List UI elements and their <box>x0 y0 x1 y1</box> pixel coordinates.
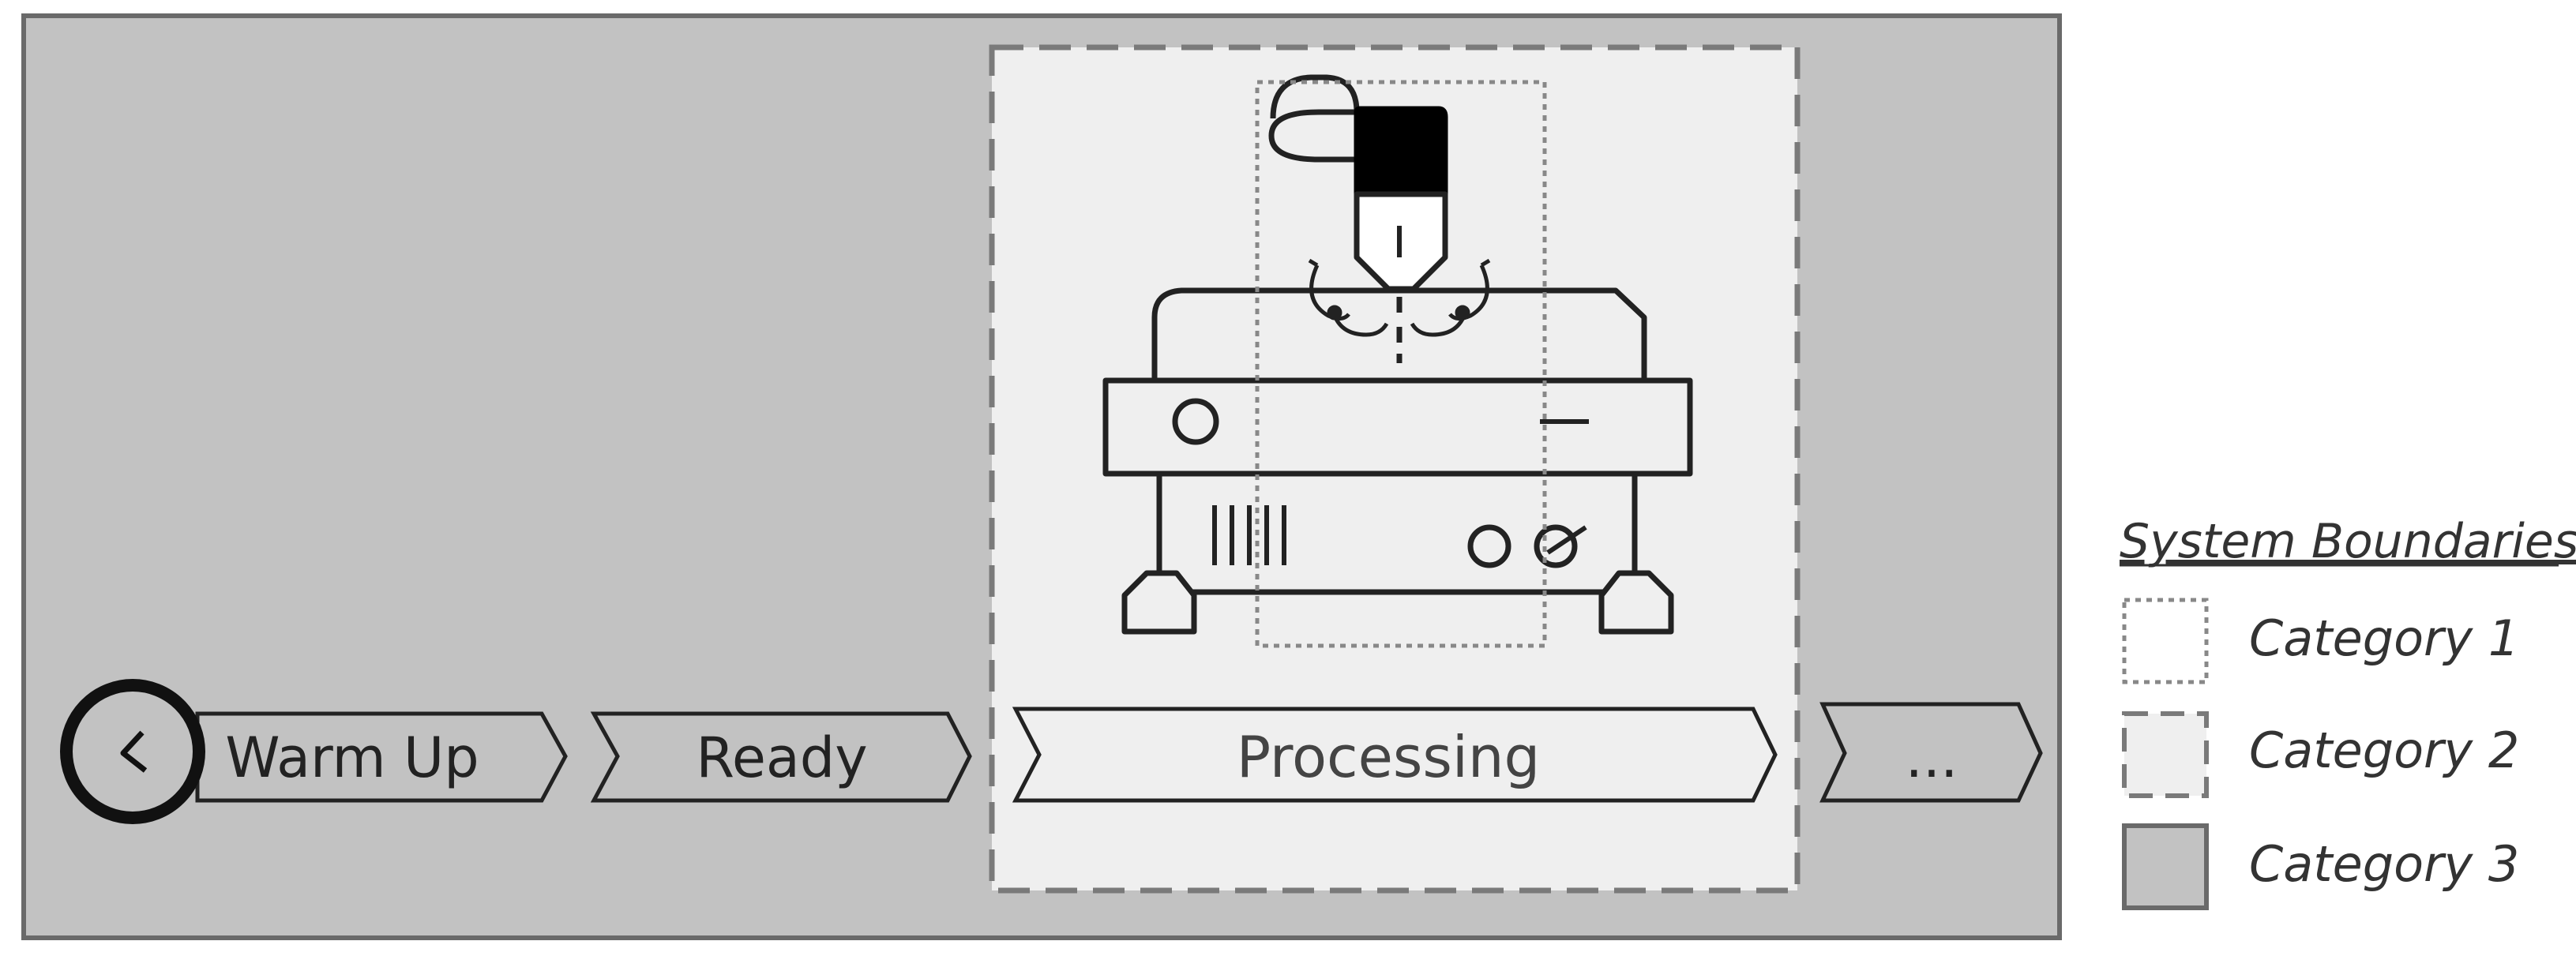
legend-item-category3: Category 3 <box>2122 823 2519 910</box>
step-label: ... <box>1906 725 1958 790</box>
legend-item-category1: Category 1 <box>2122 598 2519 684</box>
step-more: ... <box>1819 702 2043 803</box>
legend-label: Category 3 <box>2249 835 2519 893</box>
category1-boundary <box>1255 80 1547 648</box>
step-ready: Ready <box>590 711 972 803</box>
legend: System Boundaries Category 1 Category 2 … <box>2120 514 2576 910</box>
step-warm-up: Warm Up <box>195 711 568 803</box>
legend-swatch-dotted <box>2122 598 2209 684</box>
step-label: Processing <box>1237 724 1540 790</box>
process-flow: Warm Up Ready Processing ... <box>195 702 2043 803</box>
step-label: Warm Up <box>225 725 479 790</box>
step-processing: Processing <box>1012 707 1778 803</box>
step-label: Ready <box>696 725 867 790</box>
legend-title: System Boundaries <box>2120 514 2576 569</box>
legend-swatch-solid <box>2122 823 2209 910</box>
legend-label: Category 1 <box>2249 609 2519 667</box>
legend-swatch-dashed <box>2122 711 2209 798</box>
clock-icon <box>60 679 205 824</box>
cnc-machine-icon <box>1102 74 1693 635</box>
legend-label: Category 2 <box>2249 722 2519 779</box>
legend-item-category2: Category 2 <box>2122 711 2519 798</box>
